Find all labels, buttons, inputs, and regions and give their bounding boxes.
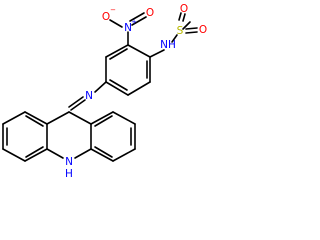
nitro-oxygen-side: O: [102, 11, 110, 23]
nitro-oxygen-charge: −: [110, 6, 116, 14]
bonds: [2, 12, 198, 162]
nitro-nitrogen-charge: +: [131, 18, 137, 26]
sulfur-atom: S: [177, 25, 184, 37]
sulfonyl-oxygen-top: O: [180, 3, 188, 15]
nitro-oxygen-top: O: [146, 7, 154, 19]
sulfonyl-oxygen-right: O: [199, 24, 207, 36]
imine-nitrogen: N: [85, 90, 93, 102]
sulfonamide-nh: NH: [160, 39, 176, 51]
atom-labels: N + O O − NH S O O N N H: [65, 3, 207, 180]
ring-nitrogen: N: [65, 156, 73, 168]
nitro-nitrogen: N: [124, 22, 132, 34]
molecule-structure: N + O O − NH S O O N N H: [2, 3, 207, 180]
ring-nitrogen-hydrogen: H: [65, 168, 73, 180]
